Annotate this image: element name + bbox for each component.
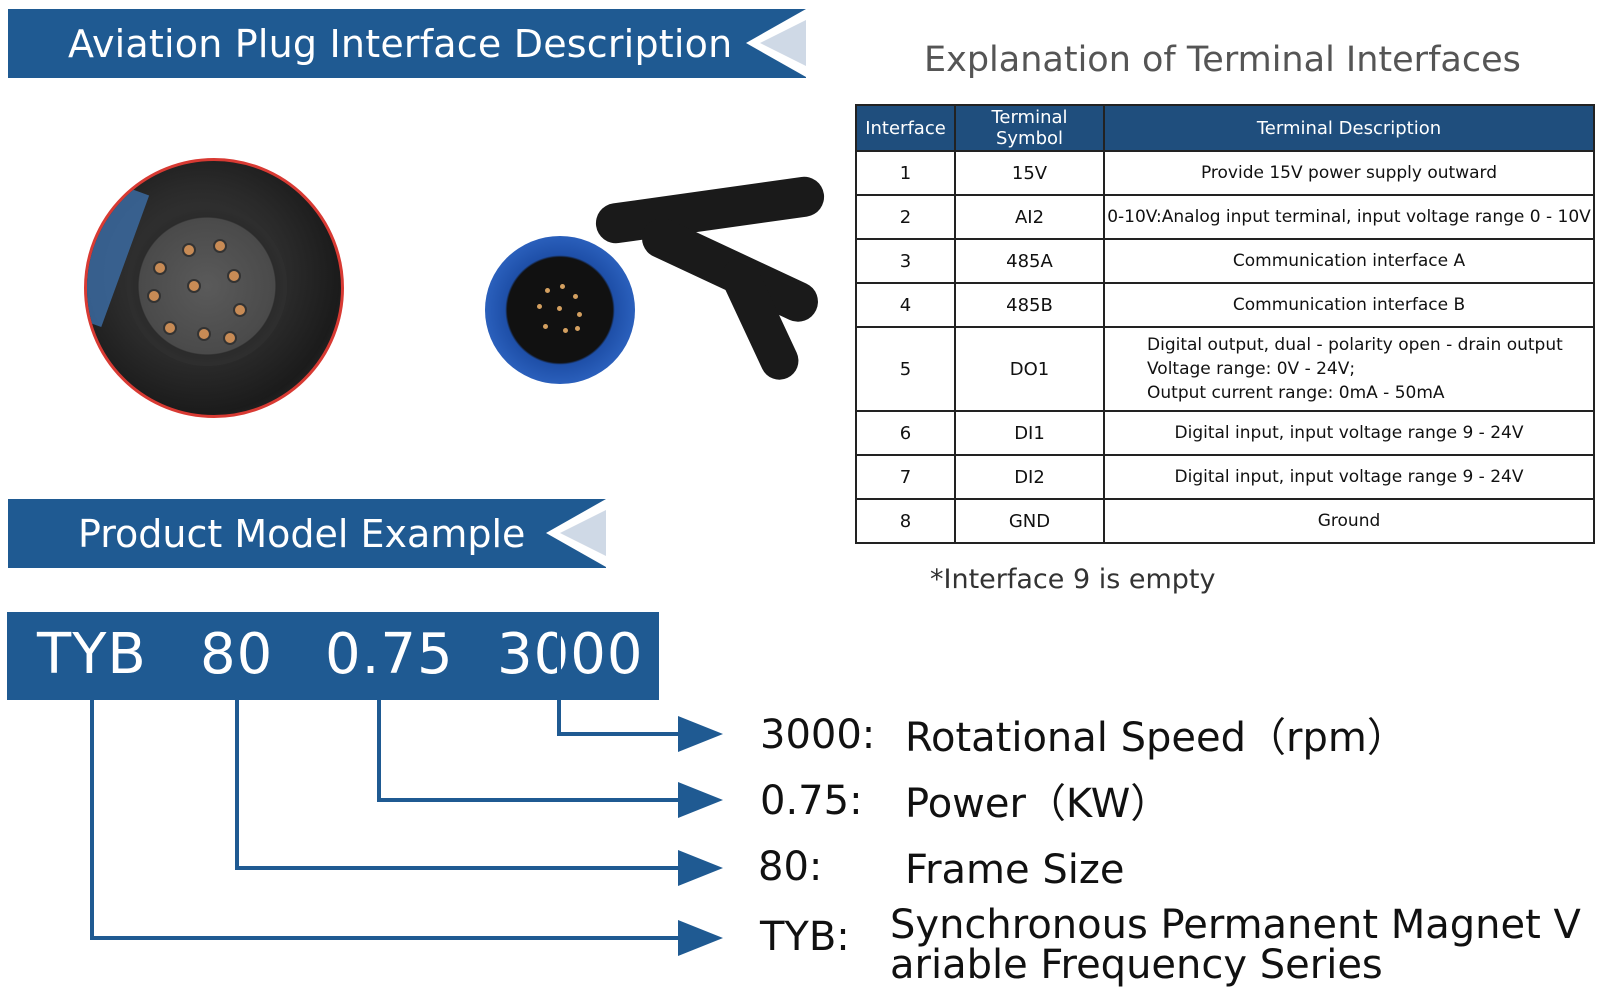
description-line: Voltage range: 0V - 24V; [1147, 359, 1356, 379]
table-title: Explanation of Terminal Interfaces [924, 40, 1521, 80]
cell-interface: 7 [855, 454, 956, 500]
description-line: Digital output, dual - polarity open - d… [1147, 335, 1563, 355]
connector-line [557, 732, 682, 736]
legend-text-line: ariable Frequency Series [890, 942, 1383, 988]
section-banner-aviation-plug: Aviation Plug Interface Description [8, 9, 806, 78]
arrow-icon [678, 782, 723, 818]
connector-line [377, 798, 682, 802]
connector-line [235, 866, 682, 870]
legend-text-power: Power（KW） [905, 781, 1171, 827]
model-part-speed: 3000 [497, 622, 644, 687]
connector-line [90, 936, 682, 940]
table-row: 4 485B Communication interface B [855, 282, 1595, 328]
cell-interface: 3 [855, 238, 956, 284]
arrow-icon [678, 850, 723, 886]
description-line: Output current range: 0mA - 50mA [1147, 383, 1445, 403]
cell-interface: 5 [855, 326, 956, 412]
cell-description: Communication interface A [1103, 238, 1595, 284]
cell-interface: 4 [855, 282, 956, 328]
cell-description: 0-10V:Analog input terminal, input volta… [1103, 194, 1595, 240]
cell-interface: 8 [855, 498, 956, 544]
model-part-series: TYB [37, 622, 147, 687]
header-symbol: Terminal Symbol [954, 104, 1105, 152]
header-interface: Interface [855, 104, 956, 152]
cell-description: Communication interface B [1103, 282, 1595, 328]
arrow-icon [678, 716, 723, 752]
cell-symbol: DI1 [954, 410, 1105, 456]
terminal-table: Interface Terminal Symbol Terminal Descr… [855, 104, 1595, 544]
table-header-row: Interface Terminal Symbol Terminal Descr… [855, 104, 1595, 152]
legend-code-speed: 3000: [760, 712, 876, 758]
cell-symbol: AI2 [954, 194, 1105, 240]
table-row: 3 485A Communication interface A [855, 238, 1595, 284]
section-banner-product-model: Product Model Example [8, 499, 606, 568]
model-part-power: 0.75 [325, 622, 454, 687]
cell-symbol: 485A [954, 238, 1105, 284]
legend-code-series: TYB: [760, 914, 850, 960]
cell-symbol: 485B [954, 282, 1105, 328]
cell-symbol: DO1 [954, 326, 1105, 412]
cell-symbol: 15V [954, 150, 1105, 196]
banner-title: Product Model Example [78, 511, 526, 556]
cell-description: Ground [1103, 498, 1595, 544]
connector-line [90, 700, 94, 940]
table-row: 1 15V Provide 15V power supply outward [855, 150, 1595, 196]
connector-line [377, 700, 381, 802]
cell-description: Digital output, dual - polarity open - d… [1103, 326, 1595, 412]
cell-description: Digital input, input voltage range 9 - 2… [1103, 410, 1595, 456]
cell-interface: 2 [855, 194, 956, 240]
banner-title: Aviation Plug Interface Description [68, 21, 733, 66]
table-row: 8 GND Ground [855, 498, 1595, 544]
table-row: 7 DI2 Digital input, input voltage range… [855, 454, 1595, 500]
header-description: Terminal Description [1103, 104, 1595, 152]
table-row: 5 DO1 Digital output, dual - polarity op… [855, 326, 1595, 412]
connector-line [235, 700, 239, 870]
legend-text-frame: Frame Size [905, 847, 1125, 893]
model-code-bar: TYB 80 0.75 3000 [7, 612, 659, 700]
connector-line [557, 612, 561, 736]
cell-description: Digital input, input voltage range 9 - 2… [1103, 454, 1595, 500]
legend-code-power: 0.75: [760, 778, 863, 824]
connector-closeup-image [84, 158, 344, 418]
legend-text-speed: Rotational Speed（rpm） [905, 715, 1407, 761]
cell-interface: 6 [855, 410, 956, 456]
cell-symbol: DI2 [954, 454, 1105, 500]
cell-description: Provide 15V power supply outward [1103, 150, 1595, 196]
legend-text-series: Synchronous Permanent Magnet V ariable F… [890, 905, 1581, 985]
legend-text-line: Synchronous Permanent Magnet V [890, 902, 1581, 948]
table-note: *Interface 9 is empty [930, 564, 1216, 595]
model-part-frame: 80 [200, 622, 274, 687]
cell-interface: 1 [855, 150, 956, 196]
legend-code-frame: 80: [758, 844, 823, 890]
table-row: 2 AI2 0-10V:Analog input terminal, input… [855, 194, 1595, 240]
plug-cable-image [485, 174, 827, 386]
arrow-icon [678, 920, 723, 956]
cell-symbol: GND [954, 498, 1105, 544]
table-row: 6 DI1 Digital input, input voltage range… [855, 410, 1595, 456]
